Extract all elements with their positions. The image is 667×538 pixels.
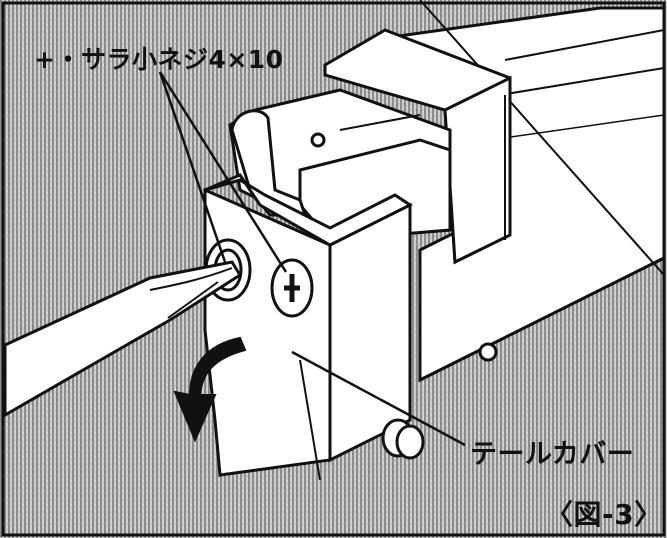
tail-cover-label: テールカバー	[470, 439, 634, 470]
figure-number: 〈図-3〉	[545, 498, 663, 531]
end-bumper	[381, 418, 425, 460]
screwdriver-icon	[3, 260, 243, 418]
rotation-arrow	[173, 336, 247, 443]
tail-cover	[203, 173, 413, 481]
rail-hole	[478, 342, 498, 362]
mounting-bracket	[323, 28, 512, 265]
rail-body	[365, 0, 666, 383]
screw-right	[270, 258, 314, 318]
leader-lines	[158, 71, 466, 447]
screw-label: +・サラ小ネジ4×10	[34, 45, 284, 74]
